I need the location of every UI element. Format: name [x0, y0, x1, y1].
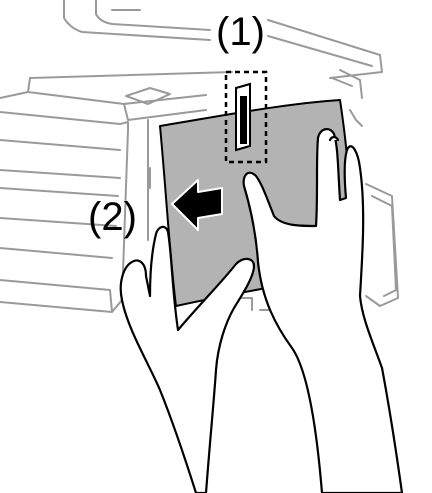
step-1-label: (1) — [216, 12, 265, 52]
step-2-label: (2) — [88, 197, 137, 237]
